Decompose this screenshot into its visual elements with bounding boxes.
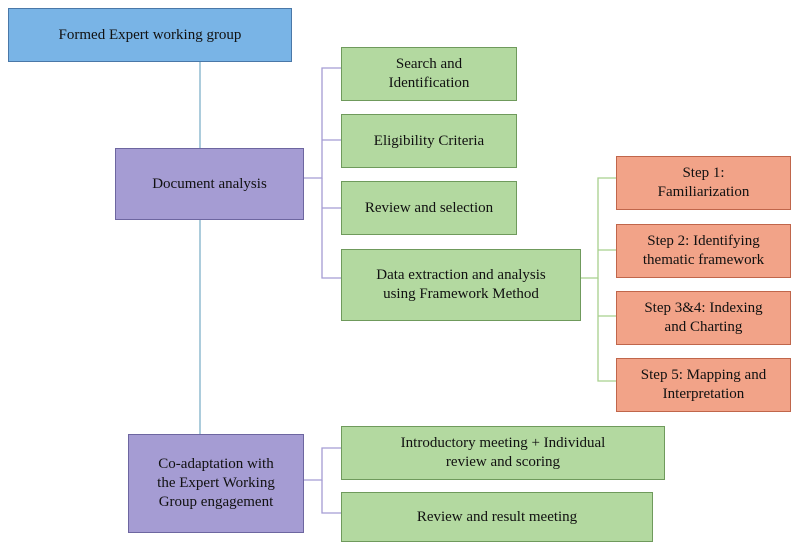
step-eligibility-criteria: Eligibility Criteria bbox=[341, 114, 517, 168]
framework-branch-4 bbox=[597, 278, 616, 382]
framework-step-2: Step 2: Identifying thematic framework bbox=[616, 224, 791, 278]
document-analysis-bracket bbox=[304, 67, 341, 179]
step-review-result-meeting: Review and result meeting bbox=[341, 492, 653, 542]
step-data-extraction: Data extraction and analysis using Frame… bbox=[341, 249, 581, 321]
co-adaptation-branch-2 bbox=[321, 480, 341, 514]
framework-step-5: Step 5: Mapping and Interpretation bbox=[616, 358, 791, 412]
step-search-identification: Search and Identification bbox=[341, 47, 517, 101]
framework-step-1: Step 1: Familiarization bbox=[616, 156, 791, 210]
co-adaptation-box: Co-adaptation with the Expert Working Gr… bbox=[128, 434, 304, 533]
root-box: Formed Expert working group bbox=[8, 8, 292, 62]
document-analysis-box: Document analysis bbox=[115, 148, 304, 220]
step-review-selection: Review and selection bbox=[341, 181, 517, 235]
step-introductory-meeting: Introductory meeting + Individual review… bbox=[341, 426, 665, 480]
doc-branch-4 bbox=[321, 178, 341, 279]
co-adaptation-bracket bbox=[304, 447, 341, 481]
framework-bracket bbox=[581, 177, 616, 279]
framework-step-3-4: Step 3&4: Indexing and Charting bbox=[616, 291, 791, 345]
